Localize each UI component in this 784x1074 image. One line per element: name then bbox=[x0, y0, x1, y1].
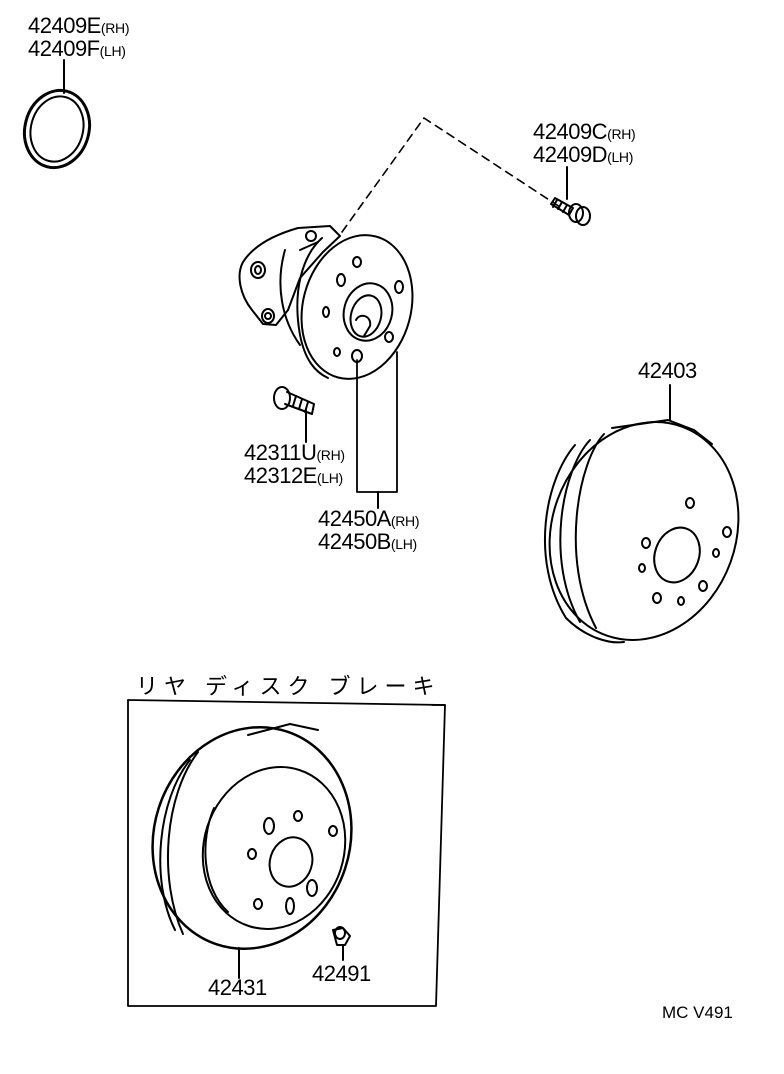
leader-bracket-hub bbox=[356, 351, 398, 493]
part-number: 42409E bbox=[28, 13, 101, 38]
label-seal-lh: 42409F(LH) bbox=[28, 38, 126, 60]
side-suffix: (RH) bbox=[100, 20, 130, 36]
hub-stud-bolt-icon bbox=[273, 386, 315, 415]
label-hub-lh: 42450B(LH) bbox=[318, 531, 417, 553]
brake-drum-icon bbox=[543, 419, 740, 644]
label-hub-rh: 42450A(RH) bbox=[318, 506, 420, 531]
part-number: 42450B bbox=[318, 529, 391, 554]
label-seal-rh: 42409E(RH) bbox=[28, 13, 130, 38]
side-suffix: (RH) bbox=[390, 513, 420, 529]
label-plug: 42491 bbox=[312, 961, 371, 986]
part-number: 42311U bbox=[244, 440, 317, 465]
o-ring-seal-icon bbox=[22, 88, 92, 170]
label-stud-lh: 42312E(LH) bbox=[244, 465, 343, 487]
hub-bearing-assembly-icon bbox=[238, 225, 414, 380]
side-suffix: (LH) bbox=[607, 149, 634, 165]
label-disc: 42431 bbox=[208, 975, 267, 1000]
label-bolt-c: 42409C(RH) bbox=[533, 119, 636, 144]
brake-disc-rotor-icon bbox=[151, 723, 353, 950]
label-bolt-d: 42409D(LH) bbox=[533, 144, 633, 166]
disc-brake-group-frame bbox=[127, 699, 446, 1007]
hole-plug-icon bbox=[332, 926, 351, 946]
side-suffix: (LH) bbox=[316, 470, 343, 486]
side-suffix: (LH) bbox=[99, 43, 126, 59]
dashed-assembly-line bbox=[341, 117, 561, 233]
group-title: リヤ ディスク ブレーキ bbox=[136, 675, 441, 700]
part-number: 42312E bbox=[244, 463, 317, 488]
flange-bolt-icon bbox=[550, 197, 591, 226]
part-number: 42409D bbox=[533, 142, 608, 167]
part-number: 42409F bbox=[28, 36, 100, 61]
label-stud-rh: 42311U(RH) bbox=[244, 442, 345, 464]
part-number: 42450A bbox=[318, 506, 391, 531]
side-suffix: (RH) bbox=[607, 126, 636, 142]
diagram-code: MC V491 bbox=[662, 1003, 733, 1022]
side-suffix: (LH) bbox=[390, 536, 417, 552]
side-suffix: (RH) bbox=[316, 447, 345, 463]
part-number: 42409C bbox=[533, 119, 608, 144]
disc-brake-group-frame-top bbox=[127, 699, 446, 706]
label-drum: 42403 bbox=[638, 358, 697, 383]
